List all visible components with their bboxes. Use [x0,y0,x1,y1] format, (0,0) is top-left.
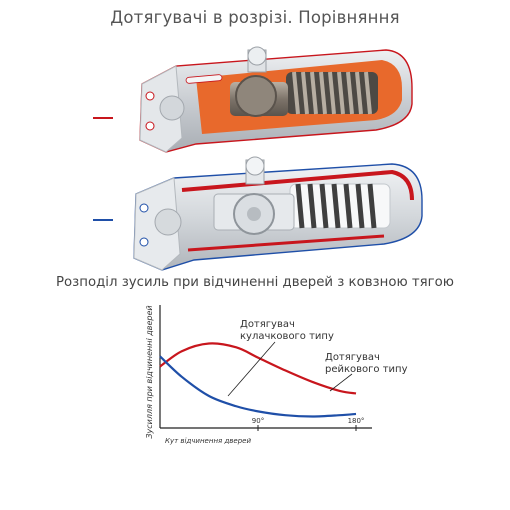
legend-line-rack [93,219,113,221]
rack-door-closer-cutaway-icon [133,156,423,271]
y-axis-label: Зусилля при відчиненні дверей [145,305,154,438]
series-leader-line [329,373,353,392]
chart-subtitle: Розподіл зусиль при відчиненні дверей з … [56,275,454,290]
legend-line-cam [93,117,113,119]
cam-door-closer-cutaway-icon [139,46,413,153]
series-label-line: Дотягувач [325,352,380,363]
series-label-line: рейкового типу [325,364,408,375]
x-axis-label: Кут відчинення дверей [165,437,252,445]
series-line-rack [159,355,357,418]
series-label-line: кулачкового типу [240,331,334,342]
page-title: Дотягувачі в розрізі. Порівняння [110,8,400,27]
x-tick-label: 90° [252,417,264,425]
series-leader-line [227,341,276,397]
series-label-line: Дотягувач [240,319,295,330]
x-tick-label: 180° [348,417,365,425]
